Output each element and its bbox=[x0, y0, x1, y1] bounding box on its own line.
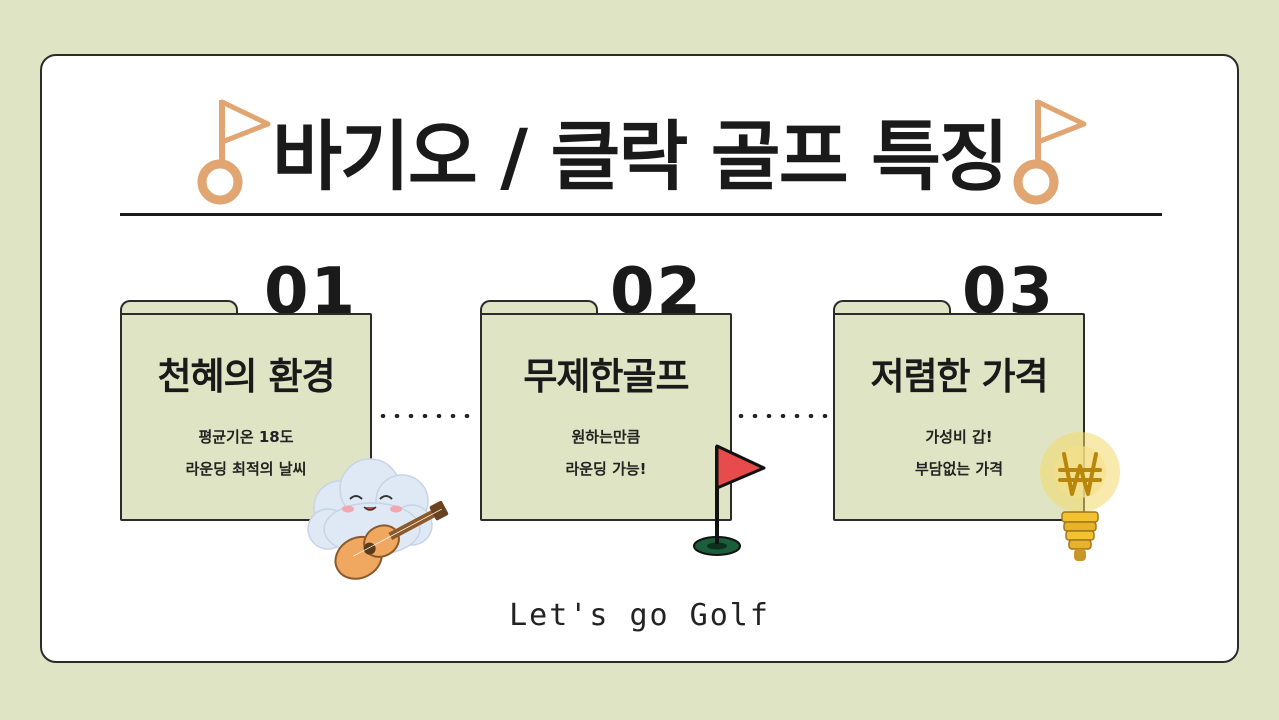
golf-flag-left-icon bbox=[197, 99, 271, 205]
feature-line1-2: 원하는만큼 bbox=[571, 428, 641, 446]
feature-line1-3: 가성비 갑! bbox=[925, 428, 993, 446]
page-title: 바기오 / 클락 골프 특징 bbox=[272, 112, 1009, 201]
golf-hole-flag-icon bbox=[693, 444, 766, 556]
feature-card-2: 무제한골프 원하는만큼 라운딩 가능! bbox=[480, 313, 732, 521]
feature-line2-2: 라운딩 가능! bbox=[565, 460, 647, 478]
feature-line1-1: 평균기온 18도 bbox=[198, 428, 294, 446]
feature-card-1: 천혜의 환경 평균기온 18도 라운딩 최적의 날씨 bbox=[120, 313, 372, 521]
feature-heading-1: 천혜의 환경 bbox=[157, 355, 335, 398]
feature-line2-3: 부담없는 가격 bbox=[914, 460, 1004, 478]
footer-slogan: Let's go Golf bbox=[509, 598, 770, 633]
title-divider bbox=[120, 213, 1162, 216]
lightbulb-won-icon bbox=[1040, 432, 1120, 561]
golf-flag-right-icon bbox=[1013, 99, 1087, 205]
feature-heading-2: 무제한골프 bbox=[523, 355, 689, 398]
cloud-guitar-icon bbox=[307, 458, 449, 580]
dotted-connector-1 bbox=[376, 414, 476, 418]
feature-heading-3: 저렴한 가격 bbox=[870, 355, 1048, 398]
feature-line2-1: 라운딩 최적의 날씨 bbox=[185, 460, 307, 478]
dotted-connector-2 bbox=[734, 414, 832, 418]
